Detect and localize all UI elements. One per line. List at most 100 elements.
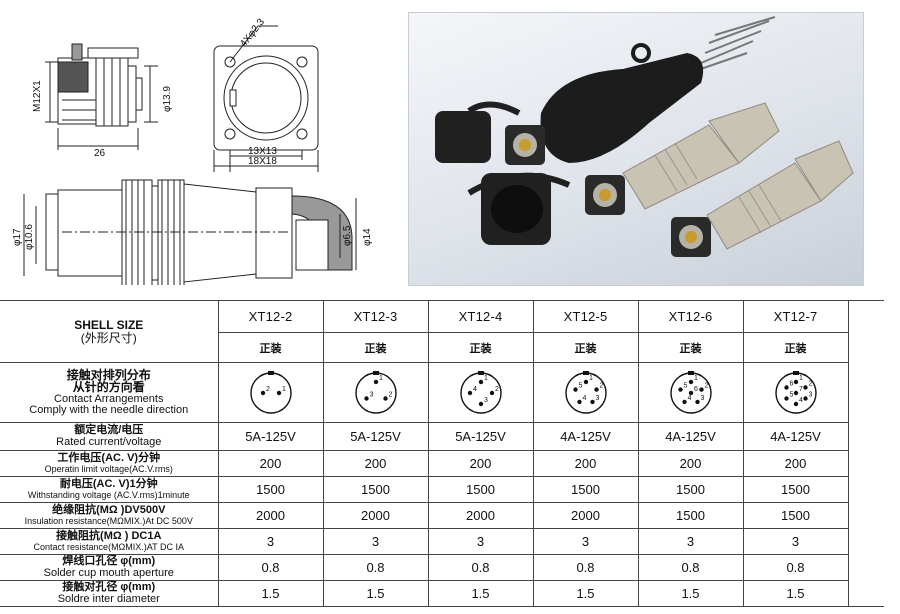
contact-pin <box>802 384 808 390</box>
dim-dia-10-6: φ10.6 <box>24 224 35 250</box>
spec-value: 200 <box>532 450 638 477</box>
contact-pin-label: 3 <box>595 394 599 401</box>
spec-value: 2000 <box>532 502 638 529</box>
mount-type: 正装 <box>322 332 428 363</box>
spec-value: 0.8 <box>322 554 428 581</box>
spec-value: 200 <box>637 450 743 477</box>
contact-pin-label: 4 <box>687 394 691 401</box>
spec-label-cn: 焊线口孔径 φ(mm) <box>62 555 156 568</box>
spec-value: 1500 <box>742 502 848 529</box>
contact-pin <box>677 386 683 392</box>
connector-illustration <box>435 16 854 257</box>
spec-value: 3 <box>742 528 848 555</box>
spec-value: 4A-125V <box>742 422 848 451</box>
contact-pin <box>681 399 687 404</box>
spec-value: 1500 <box>322 476 428 503</box>
contact-pin-label: 1 <box>799 375 803 382</box>
arrangement-row: 接触对排列分布 从针的方向看 Contact Arrangements Comp… <box>0 362 884 423</box>
model-xt12-4: XT12-4 <box>427 300 533 333</box>
spec-value: 4A-125V <box>637 422 743 451</box>
contact-pin-label: 1 <box>282 386 286 393</box>
model-xt12-3: XT12-3 <box>322 300 428 333</box>
contact-pin-label: 5 <box>789 391 793 398</box>
contact-pin-label: 2 <box>266 386 270 393</box>
contact-pin-label: 1 <box>694 375 698 382</box>
spec-label: 接触对孔径 φ(mm) Soldre inter diameter <box>0 580 218 607</box>
key-notch <box>372 370 379 375</box>
spec-table: SHELL SIZE (外形尺寸) XT12-2 XT12-3 XT12-4 X… <box>0 300 884 607</box>
contact-pin-label: 3 <box>369 391 373 398</box>
spec-label-en: Soldre inter diameter <box>57 592 160 605</box>
contact-pin-label: 4 <box>799 397 803 404</box>
contact-pin-label: 3 <box>484 397 488 404</box>
contact-pin-label: 2 <box>704 382 708 389</box>
contact-pin <box>478 379 483 384</box>
shell-size-label: SHELL SIZE (外形尺寸) <box>0 300 218 363</box>
contact-pin <box>698 386 704 392</box>
spec-value: 200 <box>217 450 323 477</box>
spec-label-en: Rated current/voltage <box>56 435 162 448</box>
contact-pin <box>783 395 789 401</box>
spec-value: 1.5 <box>742 580 848 607</box>
spec-value: 1500 <box>742 476 848 503</box>
contact-pin <box>793 379 798 384</box>
contact-pin-label: 1 <box>379 375 383 382</box>
mount-type: 正装 <box>217 332 323 363</box>
contact-pin <box>489 390 494 395</box>
contact-pin-label: 4 <box>473 386 477 393</box>
contact-pin <box>276 390 281 395</box>
spec-label: 工作电压(AC. V)分钟 Operatin limit voltage(AC.… <box>0 450 218 477</box>
contact-pin <box>589 399 595 404</box>
arrangement-label: 接触对排列分布 从针的方向看 Contact Arrangements Comp… <box>0 362 218 423</box>
spec-value: 200 <box>322 450 428 477</box>
insert-outline <box>249 371 292 414</box>
spec-value: 0.8 <box>427 554 533 581</box>
spec-value: 3 <box>637 528 743 555</box>
spec-label-en: Contact resistance(MΩMIX.)AT DC IA <box>33 541 184 552</box>
key-notch <box>267 370 274 375</box>
spec-value: 1.5 <box>427 580 533 607</box>
mount-type: 正装 <box>637 332 743 363</box>
contact-pin <box>260 390 265 395</box>
contact-pin-label: 2 <box>599 382 603 389</box>
spec-value: 3 <box>322 528 428 555</box>
dim-dia-14: φ14 <box>362 228 373 246</box>
key-notch <box>477 370 484 375</box>
spec-value: 3 <box>532 528 638 555</box>
contact-pin <box>478 401 483 406</box>
spec-label: 耐电压(AC. V)1分钟 Withstanding voltage (AC.V… <box>0 476 218 503</box>
contact-pin-label: 6 <box>694 386 698 393</box>
spec-label-en: Solder cup mouth aperture <box>43 566 174 579</box>
spec-label-cn: 耐电压(AC. V)1分钟 <box>59 478 158 491</box>
contact-pin-label: 7 <box>799 386 803 393</box>
dim-18x18: 18X18 <box>248 156 277 167</box>
spec-label-cn: 接触阻抗(MΩ ) DC1A <box>56 530 162 543</box>
spec-value: 1500 <box>637 502 743 529</box>
contact-pin-label: 5 <box>578 382 582 389</box>
contact-pin-label: 1 <box>484 375 488 382</box>
contact-pin <box>373 379 378 384</box>
mount-row: 正装 正装 正装 正装 正装 正装 <box>0 332 884 363</box>
contact-pin-label: 6 <box>789 380 793 387</box>
contact-pin <box>802 395 808 401</box>
spec-row-insulation: 绝缘阻抗(MΩ )DV500V Insulation resistance(MΩ… <box>0 502 884 529</box>
contact-pin <box>694 399 700 404</box>
spec-value: 0.8 <box>742 554 848 581</box>
spec-row-contact-resistance: 接触阻抗(MΩ ) DC1A Contact resistance(MΩMIX.… <box>0 528 884 555</box>
dim-13x13: 13X13 <box>248 146 277 157</box>
pin-diagram-2: 12 <box>249 370 292 414</box>
spec-value: 1.5 <box>532 580 638 607</box>
insert-outline <box>564 371 607 414</box>
spec-value: 1500 <box>532 476 638 503</box>
arrangement-cn1: 接触对排列分布 <box>66 368 151 383</box>
spec-value: 4A-125V <box>532 422 638 451</box>
spec-row-rated: 额定电流/电压 Rated current/voltage 5A-125V 5A… <box>0 422 884 451</box>
spec-row-operating-voltage: 工作电压(AC. V)分钟 Operatin limit voltage(AC.… <box>0 450 884 477</box>
contact-pin <box>382 395 388 401</box>
contact-pin-label: 2 <box>388 391 392 398</box>
contact-pin <box>783 384 789 390</box>
